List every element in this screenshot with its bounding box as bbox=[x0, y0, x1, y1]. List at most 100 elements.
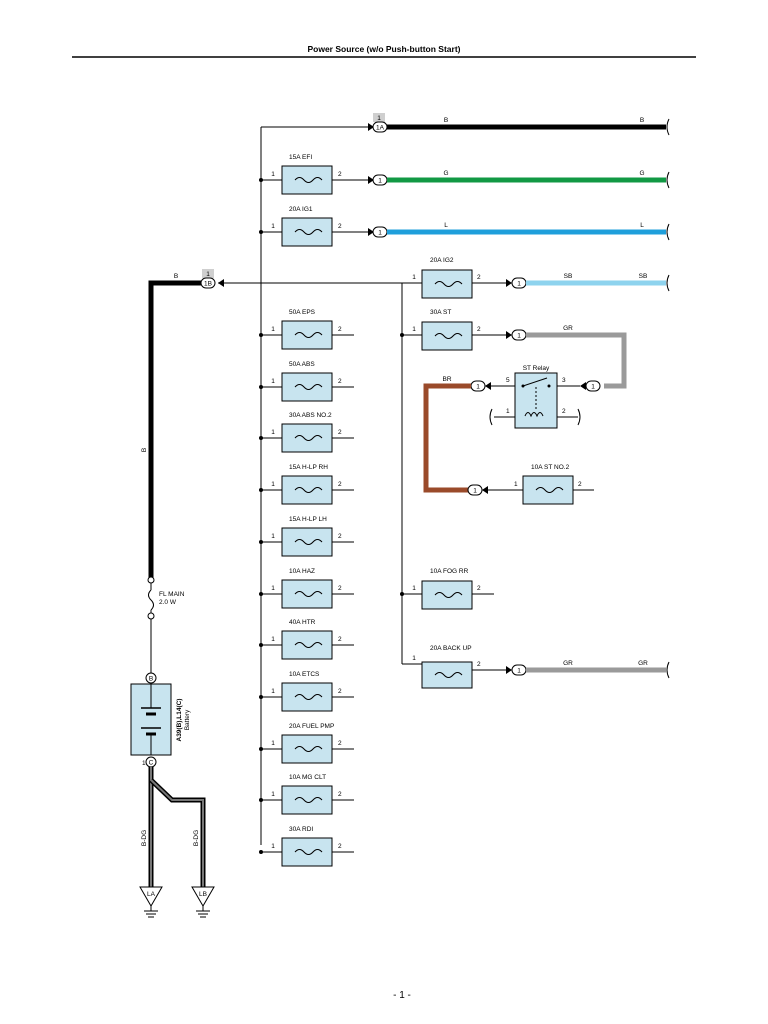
30a-rdi-pin-out: 2 bbox=[338, 843, 342, 850]
fuse-ig1 bbox=[281, 217, 333, 247]
splice-15a-h-lp-rh bbox=[259, 488, 263, 492]
wire-br bbox=[423, 383, 471, 493]
fuse-efi-label: 15A EFI bbox=[289, 154, 312, 161]
40a-htr-pin-in: 1 bbox=[271, 636, 275, 643]
10a-haz-pin-out: 2 bbox=[338, 585, 342, 592]
st-relay-pin5: 5 bbox=[506, 377, 510, 384]
wire-gr-st bbox=[526, 332, 627, 389]
fuse-50a-abs-label: 50A ABS bbox=[289, 361, 315, 368]
fuse-efi bbox=[281, 165, 333, 195]
splice-10a-mg-clt bbox=[259, 798, 263, 802]
arrow-1a bbox=[368, 123, 374, 131]
ig2-pin-in: 1 bbox=[412, 274, 416, 281]
fl-main-label: FL MAIN bbox=[159, 591, 185, 598]
st-no2-pin-out: 2 bbox=[578, 481, 582, 488]
splice-20a-fuel-pmp bbox=[259, 747, 263, 751]
splice-ig1 bbox=[259, 230, 263, 234]
10a-etcs-pin-out: 2 bbox=[338, 688, 342, 695]
wire-br-label: BR bbox=[442, 376, 451, 383]
ground-lb-triangle bbox=[191, 886, 215, 907]
fuse-ig2-label: 20A IG2 bbox=[430, 257, 454, 264]
fuse-ig1-symbol bbox=[294, 229, 323, 235]
fuse-15a-h-lp-rh-symbol bbox=[294, 487, 323, 493]
st-relay-pin2: 2 bbox=[562, 408, 566, 415]
connector-1b-tag-label: 1 bbox=[206, 271, 210, 278]
50a-abs-pin-in: 1 bbox=[271, 378, 275, 385]
fuse-10a-haz-label: 10A HAZ bbox=[289, 568, 315, 575]
battery-name: Battery bbox=[184, 709, 191, 730]
wire-break-l bbox=[666, 223, 670, 241]
splice-fog bbox=[400, 592, 404, 596]
splice-10a-etcs bbox=[259, 695, 263, 699]
fuse-10a-mg-clt bbox=[281, 785, 333, 815]
ground-la-label: LA bbox=[147, 891, 156, 898]
fuse-40a-htr-symbol bbox=[294, 642, 323, 648]
fuse-st-label: 30A ST bbox=[430, 309, 451, 316]
splice-50a-eps bbox=[259, 333, 263, 337]
15a-h-lp-lh-pin-out: 2 bbox=[338, 533, 342, 540]
fuse-30a-abs-no-2-symbol bbox=[294, 435, 323, 441]
battery-pin-bottom-label: C bbox=[149, 760, 154, 767]
fuse-ig1-label: 20A IG1 bbox=[289, 206, 313, 213]
wire-b-top-left-label: B bbox=[444, 117, 448, 124]
efi-pin-in: 1 bbox=[271, 171, 275, 178]
fuse-15a-h-lp-lh bbox=[281, 527, 333, 557]
wire-main-b-vertical-label: B bbox=[141, 448, 148, 452]
wire-gr-backup-right-label: GR bbox=[638, 660, 648, 667]
fuse-50a-eps-label: 50A EPS bbox=[289, 309, 316, 316]
fuse-back-up-symbol bbox=[434, 672, 463, 678]
fuse-10a-haz bbox=[281, 579, 333, 609]
battery-pin-top-label: B bbox=[149, 676, 153, 683]
50a-abs-pin-out: 2 bbox=[338, 378, 342, 385]
20a-fuel-pmp-pin-in: 1 bbox=[271, 740, 275, 747]
efi-pin-out: 2 bbox=[338, 171, 342, 178]
20a-fuel-pmp-pin-out: 2 bbox=[338, 740, 342, 747]
fog-pin-in: 1 bbox=[412, 585, 416, 592]
wire-l-left-label: L bbox=[444, 222, 448, 229]
fuse-ig2 bbox=[421, 269, 473, 299]
ig1-pin-in: 1 bbox=[271, 223, 275, 230]
fl-main-rating: 2.0 W bbox=[159, 599, 177, 606]
splice-30a-rdi bbox=[259, 850, 263, 854]
st-relay-pin1: 1 bbox=[506, 408, 510, 415]
wire-break-relay-right bbox=[577, 408, 581, 426]
connector-efi-label: 1 bbox=[378, 178, 382, 185]
10a-etcs-pin-in: 1 bbox=[271, 688, 275, 695]
connector-1b-tag bbox=[202, 269, 214, 278]
fog-pin-out: 2 bbox=[477, 585, 481, 592]
st-relay-connector-left-label: 1 bbox=[476, 384, 480, 391]
ig1-pin-out: 2 bbox=[338, 223, 342, 230]
arrow-1b bbox=[218, 279, 224, 287]
fuse-40a-htr-label: 40A HTR bbox=[289, 619, 316, 626]
15a-h-lp-lh-pin-in: 1 bbox=[271, 533, 275, 540]
wire-break-g bbox=[666, 171, 670, 189]
fuse-back-up-label: 20A BACK UP bbox=[430, 645, 472, 652]
wire-ground-lb-label: B-DG bbox=[193, 830, 200, 846]
fuse-30a-rdi-symbol bbox=[294, 849, 323, 855]
connector-ig1-label: 1 bbox=[378, 230, 382, 237]
splice-30a-abs-no-2 bbox=[259, 436, 263, 440]
battery-pin-bottom-num: 1 bbox=[142, 760, 146, 767]
fuse-10a-etcs bbox=[281, 682, 333, 712]
fuse-efi-symbol bbox=[294, 177, 323, 183]
backup-pin-in: 1 bbox=[412, 655, 416, 662]
fuse-15a-h-lp-lh-label: 15A H-LP LH bbox=[289, 516, 327, 523]
wire-break-b-top bbox=[666, 118, 670, 136]
fuse-fog-rr-label: 10A FOG RR bbox=[430, 568, 469, 575]
arrow-ig1 bbox=[368, 228, 374, 236]
wire-main-b-label: B bbox=[174, 273, 178, 280]
fuse-st-symbol bbox=[434, 333, 463, 339]
wire-sb-left-label: SB bbox=[564, 273, 573, 280]
fuse-50a-eps-symbol bbox=[294, 332, 323, 338]
splice-st bbox=[400, 333, 404, 337]
splice-15a-h-lp-lh bbox=[259, 540, 263, 544]
fuse-50a-abs-symbol bbox=[294, 384, 323, 390]
fuse-10a-etcs-label: 10A ETCS bbox=[289, 671, 320, 678]
st-relay-connector-right-label: 1 bbox=[591, 384, 595, 391]
connector-backup-label: 1 bbox=[517, 668, 521, 675]
15a-h-lp-rh-pin-out: 2 bbox=[338, 481, 342, 488]
battery-pin-top bbox=[145, 672, 157, 684]
30a-abs-no-2-pin-out: 2 bbox=[338, 429, 342, 436]
